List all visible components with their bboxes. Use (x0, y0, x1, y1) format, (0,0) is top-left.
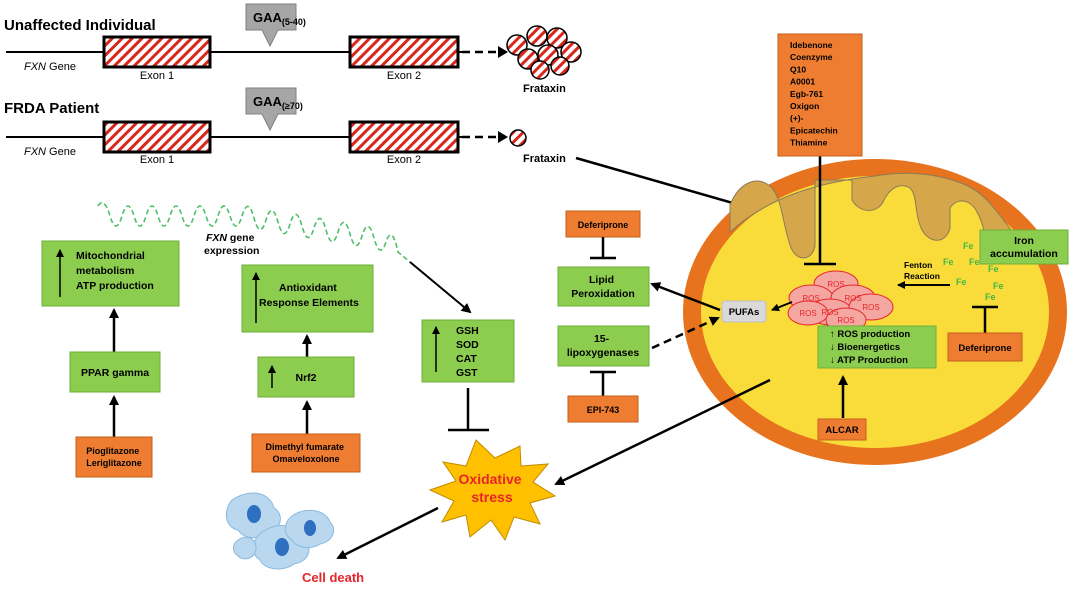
pufas-box (721, 300, 767, 323)
ros-label: ROS (799, 309, 816, 318)
frataxin-label: Frataxin (523, 153, 566, 165)
lipid-peroxidation-label: Lipid Peroxidation (571, 274, 635, 300)
arrowhead (498, 131, 508, 143)
nrf2-box (257, 356, 355, 398)
oxidative-stress-burst (428, 439, 557, 542)
alcar-box (817, 418, 867, 441)
cells-icon (225, 492, 335, 570)
lipoxygenases-box (557, 325, 650, 367)
lipoxygenases-label: 15- lipoxygenases (567, 333, 640, 359)
mito-metabolism-box (41, 240, 180, 307)
are-box (241, 264, 374, 333)
ros-label: ROS (827, 280, 844, 289)
ppar-gamma-box (69, 351, 161, 393)
arrowhead (498, 46, 508, 58)
exon2-label: Exon 2 (387, 70, 421, 82)
mito-metabolism-label: Mitochondrial metabolism ATP production (76, 250, 154, 292)
gene-label: FXN Gene (24, 61, 76, 73)
ros-label: ROS (821, 308, 838, 317)
exon2-box (348, 35, 460, 69)
gaa-label: GAA(5-40) (253, 10, 306, 27)
pufa-to-lipid-arrow (650, 282, 721, 312)
unaffected-gene-row: Unaffected Individual FXN Gene Exon 1 Ex… (4, 3, 582, 95)
ros-label: ROS (802, 294, 819, 303)
enzymes-list: GSH SOD CAT GST (456, 325, 482, 379)
fe-ions: Fe Fe Fe Fe Fe Fe Fe (943, 241, 1004, 302)
lipid-peroxidation-box (557, 266, 650, 307)
exon2-box (348, 120, 460, 154)
exon1-box (102, 35, 212, 69)
ppar-drugs-box (75, 436, 153, 478)
svg-text:Fe: Fe (963, 241, 974, 251)
epi743-label: EPI-743 (587, 405, 620, 415)
svg-text:Fe: Fe (969, 257, 980, 267)
mito-drug-list: Idebenone Coenzyme Q10 A0001 Egb-761 Oxi… (790, 40, 840, 148)
patient-title: FRDA Patient (4, 100, 99, 117)
pufas-label: PUFAs (729, 307, 760, 318)
patient-gene-row: FRDA Patient FXN Gene Exon 1 Exon 2 GAA(… (4, 87, 566, 166)
cristae (729, 172, 1026, 259)
ros-label: ROS (844, 294, 861, 303)
deferiprone-right-label: Deferiprone (958, 343, 1011, 354)
stress-to-death-arrow (336, 506, 439, 560)
deferiprone-right-box (947, 332, 1023, 362)
frataxin-cluster (506, 25, 582, 80)
ppar-gamma-label: PPAR gamma (81, 367, 149, 379)
ros-to-pufa-arrow (771, 301, 793, 312)
nrf2-drugs-box (251, 433, 361, 473)
deferiprone-top-box (565, 210, 641, 238)
frataxin-label: Frataxin (523, 83, 566, 95)
mito-drug-list-box (777, 33, 863, 157)
mito-to-stress-arrow (554, 378, 771, 486)
nrf2-drugs-label: Dimethyl fumarate Omaveloxolone (265, 442, 346, 464)
svg-text:Fe: Fe (988, 264, 999, 274)
exon2-label: Exon 2 (387, 154, 421, 166)
cell-death-label: Cell death (302, 570, 364, 585)
epi743-box (567, 395, 639, 423)
alcar-label: ALCAR (825, 425, 858, 436)
iron-accumulation-box (979, 229, 1069, 265)
svg-text:Fe: Fe (985, 292, 996, 302)
exon1-box (102, 120, 212, 154)
frataxin-single (509, 129, 527, 147)
ros-label: ROS (837, 316, 854, 325)
ppar-drugs-label: Pioglitazone Leriglitazone (86, 446, 142, 468)
mito-effects-list: ↑ ROS production ↓ Bioenergetics ↓ ATP P… (830, 329, 913, 366)
oxidative-stress-label: Oxidative stress (459, 471, 526, 505)
gene-label: FXN Gene (24, 146, 76, 158)
svg-text:Fe: Fe (993, 281, 1004, 291)
mito-effects-box (817, 325, 937, 369)
deferiprone-top-label: Deferiprone (578, 220, 629, 230)
ros-label: ROS (862, 303, 879, 312)
exon1-label: Exon 1 (140, 70, 174, 82)
gaa-callout (245, 3, 297, 48)
exon1-label: Exon 1 (140, 154, 174, 166)
nrf2-label: Nrf2 (295, 372, 316, 384)
gaa-callout (245, 87, 297, 132)
svg-text:Fe: Fe (943, 257, 954, 267)
expression-to-enzymes-arrow (409, 261, 472, 314)
fxn-expression-wave (97, 201, 411, 263)
svg-text:Fe: Fe (956, 277, 967, 287)
ros-bubble (787, 300, 829, 326)
unaffected-title: Unaffected Individual (4, 17, 156, 34)
are-label: Antioxidant Response Elements (259, 282, 359, 309)
gaa-label: GAA(≥70) (253, 94, 303, 111)
